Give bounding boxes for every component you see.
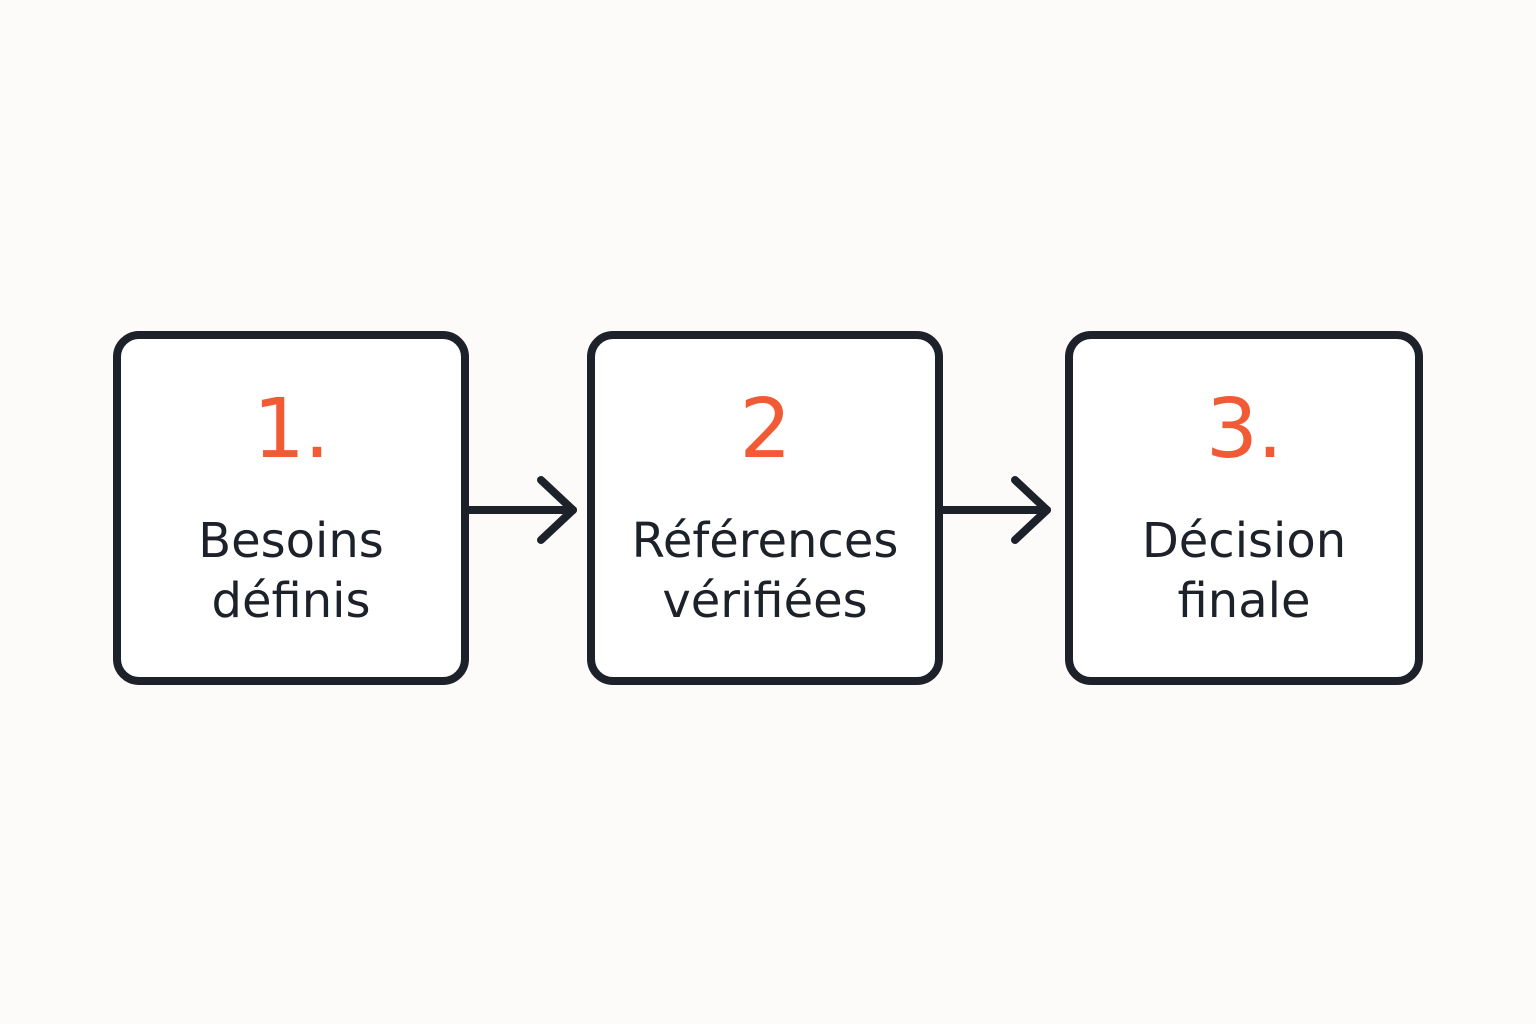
step-box-3: 3. Décision finale <box>1065 331 1423 685</box>
arrow-1-head <box>537 476 577 544</box>
step-number-3: 3. <box>1205 382 1283 477</box>
step-box-1: 1. Besoins définis <box>113 331 469 685</box>
step-label-3: Décision finale <box>1073 511 1415 631</box>
arrow-1-to-2 <box>465 476 577 544</box>
step-label-1-line-2: définis <box>211 573 371 629</box>
step-number-2: 2 <box>739 382 791 477</box>
step-label-3-line-1: Décision <box>1141 513 1347 569</box>
step-number-1: 1. <box>252 382 330 477</box>
step-label-3-line-2: finale <box>1177 573 1311 629</box>
step-label-1: Besoins définis <box>121 511 461 631</box>
arrow-2-to-3 <box>939 476 1051 544</box>
step-label-2-line-1: Références <box>631 513 899 569</box>
arrow-2-head <box>1011 476 1051 544</box>
step-label-2: Références vérifiées <box>595 511 935 631</box>
step-box-2: 2 Références vérifiées <box>587 331 943 685</box>
step-label-1-line-1: Besoins <box>198 513 384 569</box>
step-label-2-line-2: vérifiées <box>662 573 868 629</box>
